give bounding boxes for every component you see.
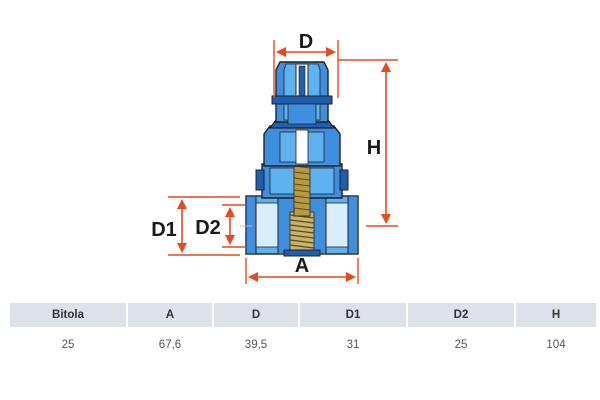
specification-table: Bitola A D D1 D2 H 25 67,6 39,5 31 25 10… (8, 303, 598, 363)
spring-icon (289, 211, 315, 251)
dimension-label-h: H (367, 137, 381, 159)
column-header-d1: D1 (300, 303, 406, 327)
column-header-bitola: Bitola (10, 303, 126, 327)
table-row: 25 67,6 39,5 31 25 104 (10, 327, 596, 363)
column-header-d: D (214, 303, 298, 327)
dimension-label-d2: D2 (195, 217, 221, 239)
column-header-a: A (128, 303, 212, 327)
column-header-d2: D2 (408, 303, 514, 327)
valve-handle (271, 61, 333, 125)
column-header-h: H (516, 303, 596, 327)
cell-bitola: 25 (61, 339, 75, 351)
dimension-label-d: D (299, 31, 313, 53)
cell-d: 39,5 (244, 339, 268, 351)
table-header-row: Bitola A D D1 D2 H (10, 303, 596, 327)
dimension-lines (168, 40, 398, 284)
dimension-label-a: A (295, 255, 309, 277)
dimension-label-d1: D1 (151, 219, 177, 241)
valve-bonnet (255, 159, 349, 217)
cell-a: 67,6 (158, 339, 182, 351)
valve-cap (263, 119, 341, 167)
valve-technical-drawing: D H D1 D2 A (151, 31, 398, 284)
cell-h: 104 (546, 339, 566, 351)
cell-d1: 31 (346, 339, 360, 351)
cell-d2: 25 (454, 339, 468, 351)
